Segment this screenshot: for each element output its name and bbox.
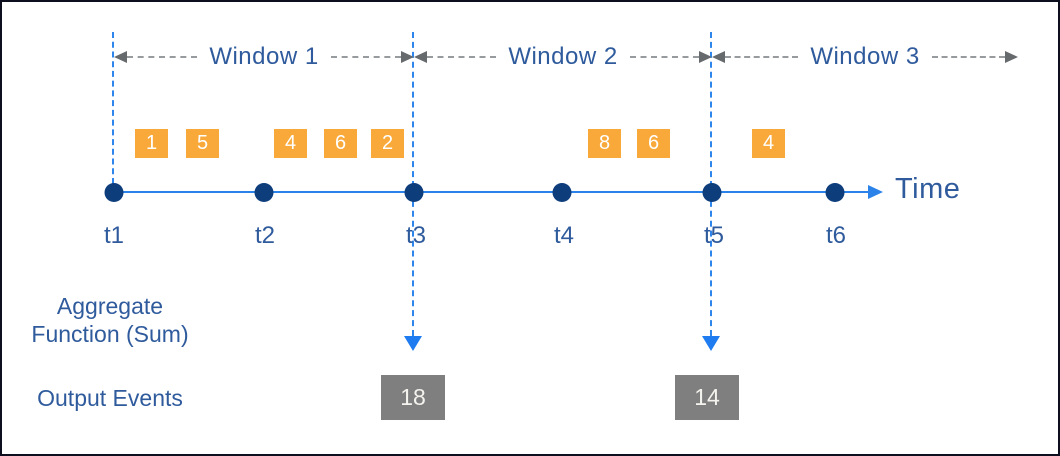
arrow-right-icon: [401, 51, 414, 63]
window-boundary-line-t1: [112, 32, 114, 184]
arrow-left-icon: [114, 51, 127, 63]
event-box: 2: [371, 129, 404, 158]
tick-label-t4: t4: [553, 222, 575, 249]
event-box: 4: [274, 129, 307, 158]
event-box: 8: [588, 129, 621, 158]
timeline-dot-t1: [104, 183, 124, 202]
time-axis-label: Time: [895, 173, 961, 205]
aggregate-label-line1: Aggregate: [56, 293, 164, 319]
arrow-left-icon: [712, 51, 725, 63]
event-box: 6: [637, 129, 670, 158]
dashed-line: [427, 56, 497, 58]
timeline-dot-t2: [254, 183, 274, 202]
output-arrow-t3-icon: [404, 336, 422, 351]
dashed-line: [725, 56, 799, 58]
arrow-right-icon: [1005, 51, 1018, 63]
dashed-line: [629, 56, 699, 58]
tick-label-t6: t6: [825, 222, 847, 249]
output-events-label: Output Events: [37, 385, 183, 411]
window-label: Window 2: [508, 43, 618, 70]
timeline-dot-t5: [702, 183, 722, 202]
tick-label-t3: t3: [405, 222, 427, 249]
output-event-box: 14: [675, 375, 739, 420]
aggregate-function-label: Aggregate Function (Sum): [14, 292, 206, 348]
window-label: Window 3: [810, 43, 920, 70]
window-label: Window 1: [209, 43, 319, 70]
arrow-right-icon: [699, 51, 712, 63]
tick-label-t2: t2: [254, 222, 276, 249]
window-3-span: Window 3: [712, 43, 1018, 71]
dashed-line: [127, 56, 198, 58]
window-1-span: Window 1: [114, 43, 414, 71]
window-2-span: Window 2: [414, 43, 712, 71]
output-event-box: 18: [381, 375, 445, 420]
output-arrow-t5-icon: [702, 336, 720, 351]
aggregate-label-line2: Function (Sum): [31, 321, 189, 347]
timeline-dot-t6: [825, 183, 845, 202]
timeline-dot-t4: [552, 183, 572, 202]
dashed-line: [931, 56, 1005, 58]
tick-label-t1: t1: [103, 222, 125, 249]
event-box: 6: [324, 129, 357, 158]
time-axis-line: [114, 191, 869, 193]
tick-label-t5: t5: [703, 222, 725, 249]
dashed-line: [330, 56, 401, 58]
event-box: 1: [135, 129, 168, 158]
event-box: 5: [186, 129, 219, 158]
time-axis-arrow-icon: [868, 185, 883, 199]
timeline-dot-t3: [404, 183, 424, 202]
arrow-left-icon: [414, 51, 427, 63]
event-box: 4: [752, 129, 785, 158]
